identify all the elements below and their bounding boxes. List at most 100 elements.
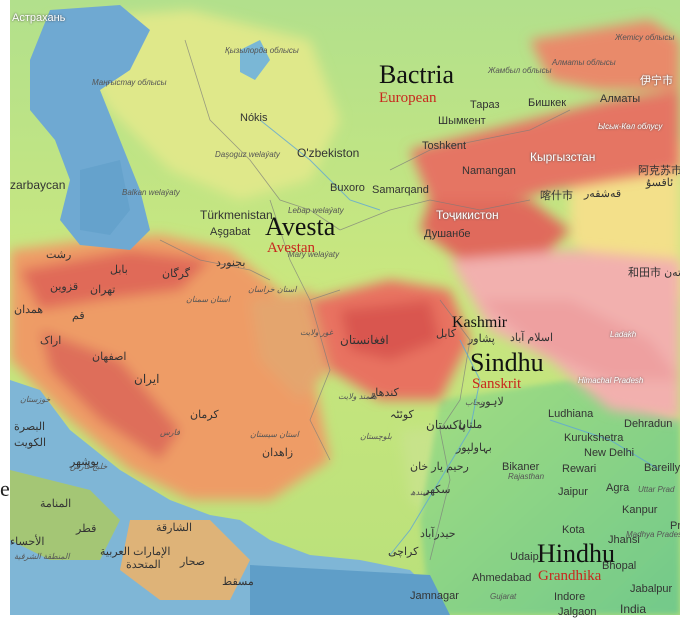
language-label-hindhu: Grandhika [538,568,602,584]
city-islamabad: اسلام آباد [510,332,554,344]
language-label-avesta: Avestan [267,240,316,256]
region-persian-gulf: خليج فارس [70,462,108,471]
city-arak: اراک [40,335,62,347]
region-zhambyl: Жамбыл облысы [488,66,552,75]
city-agra: Agra [606,482,630,494]
region-punjab: پنجاب [465,398,485,407]
city-aksu-ug: ئاقسۇ [646,177,674,189]
city-samarqand: Samarqand [372,184,429,196]
terrain-layer [10,0,680,615]
city-kerman: کرمان [190,409,219,421]
city-jhansi: Jhansi [608,534,640,546]
city-manama: المنامة [40,498,72,510]
city-toshkent: Toshkent [422,140,467,152]
city-sohar: صحار [180,556,206,568]
region-sindh: سندھ [410,488,429,497]
city-aksu: 阿克苏市 [638,165,680,177]
city-bishkek: Бишкек [528,97,567,109]
rivers [259,119,661,556]
historical-region-kashmir: Kashmir [452,314,508,331]
city-ahsa: الأحساء [10,536,45,548]
city-jaipur: Jaipur [558,486,588,498]
city-qazvin: قزوین [50,281,79,293]
city-kurukshetra: Kurukshetra [564,432,624,444]
pamir [420,200,570,270]
historical-region-bactria: Bactria [379,60,455,89]
region-kyzylorda: Қызылорда облысы [225,46,299,55]
country-uzbekistan: O'zbekiston [297,146,360,160]
city-udaipur: Udaip [510,551,539,563]
city-multan: ملتان [458,419,483,431]
city-taraz: Тараз [470,99,500,111]
city-isfahan: اصفهان [92,351,127,363]
aral-sea [240,40,270,80]
city-almaty: Алматы [600,93,641,105]
country-kuwait: الكويت [14,437,47,449]
city-sukkur: سکھر [424,484,451,496]
city-ahmedabad: Ahmedabad [472,572,532,584]
region-lebap: Lebap welaýaty [288,206,344,215]
country-iran: ایران [134,372,160,386]
region-balkan: Balkan welaýaty [122,188,180,197]
region-zhetysu: Жетісу облысы [615,33,675,42]
region-fars: فارس [160,428,180,437]
region-balochistan: بلوچستان [360,432,392,441]
city-hotan: 和田市 خوتەن [628,267,680,279]
city-bareilly: Bareilly [644,462,680,474]
language-label-bactria: European [379,90,437,106]
city-bhopal: Bhopal [602,560,637,572]
city-nokis: Nókis [240,112,268,124]
city-karachi: کراچی [388,546,419,558]
country-afghanistan: افغانستان [340,333,389,347]
region-rajasthan: Rajasthan [508,472,545,481]
city-pra: Pra [670,520,680,532]
language-label-sindhu: Sanskrit [472,376,522,392]
region-mary: Mary welaýaty [288,250,340,259]
city-tehran: تهران [90,284,116,296]
himalaya [480,300,680,380]
city-jamnagar: Jamnagar [410,590,459,602]
relief-map[interactable]: Маңғыстау облысы Қызылорда облысы Жамбыл… [10,0,680,618]
region-khorasan: استان خراسان [248,285,297,294]
city-gorgan: گرگان [162,268,190,280]
city-buxoro: Buxoro [330,182,365,194]
city-zahedan: زاهدان [262,447,294,459]
country-uae-2: المتحدة [126,559,161,571]
region-sistan: استان سیستان [250,430,299,439]
arabian-sea [250,565,450,615]
city-dushanbe: Душанбе [424,228,471,240]
city-ashgabat: Aşgabat [210,226,251,238]
country-turkmenistan: Türkmenistan [200,208,273,222]
region-gujarat: Gujarat [490,592,517,601]
historical-region-avesta: Avesta [265,212,336,241]
city-namangan: Namangan [462,165,516,177]
city-hyderabad: حیدرآباد [420,528,456,540]
city-kota: Kota [562,524,585,536]
city-shymkent: Шымкент [438,115,486,127]
borders [159,39,571,561]
city-astrakhan: Астрахань [12,12,66,24]
city-sharjah: الشارقة [156,522,193,534]
city-bahawalpur: بہاولپور [456,442,492,454]
city-peshawar: پشاور [468,333,495,345]
country-pakistan: پاکستان [426,418,466,432]
oman-mountains [120,520,250,600]
city-bojnurd: بجنورد [216,257,246,269]
city-hamadan: همدان [14,304,44,316]
region-khuzestan: خوزستان [20,395,51,404]
city-bikaner: Bikaner [502,461,540,473]
country-qatar: قطر [76,523,97,535]
country-tajikistan: Тоҷикистон [436,208,499,222]
region-uttar-pradesh: Uttar Prad [638,485,675,494]
city-kashgar: 喀什市 [540,190,573,202]
region-himachal: Himachal Pradesh [578,376,644,385]
country-azerbaijan: zarbaycan [10,178,66,192]
country-india: India [620,602,647,616]
city-new-delhi: New Delhi [584,447,635,459]
alborz-range [20,250,210,310]
region-ladakh: Ladakh [610,330,637,339]
region-mangystau: Маңғыстау облысы [92,78,167,87]
historical-region-hindhu: Hindhu [537,539,615,568]
city-rewari: Rewari [562,463,597,475]
city-jalgaon: Jalgaon [558,606,597,618]
